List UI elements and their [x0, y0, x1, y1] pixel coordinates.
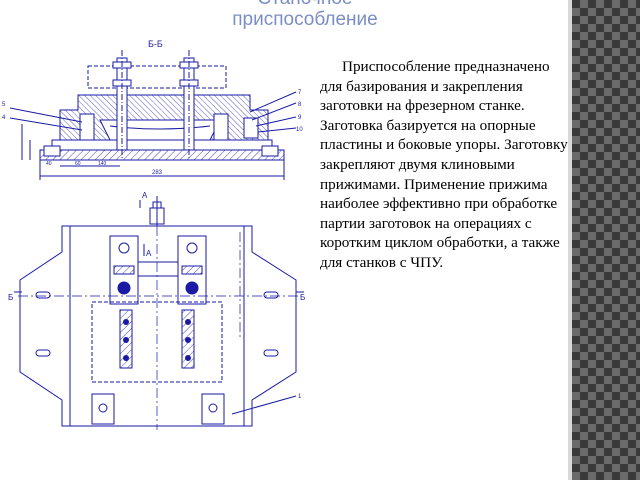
- callout-7: 7: [298, 90, 302, 96]
- callout-10: 10: [296, 127, 303, 133]
- section-view: Б-Б: [2, 39, 303, 180]
- section-label: Б-Б: [148, 39, 163, 49]
- callout-8: 8: [298, 102, 302, 108]
- fixture-drawing: Б-Б: [2, 39, 305, 430]
- callout-4: 4: [2, 115, 6, 121]
- view-mark-b-right: Б: [300, 293, 305, 302]
- decorative-pattern-band: [572, 0, 640, 480]
- dim-d3: 140: [98, 161, 107, 167]
- dim-overall-width: 283: [152, 170, 163, 176]
- plan-view: А А Б Б: [8, 191, 305, 430]
- dim-d1: 40: [46, 161, 52, 167]
- slide-title: Станочное приспособление: [232, 0, 378, 30]
- callout-9: 9: [298, 115, 302, 121]
- callout-1: 1: [298, 394, 302, 400]
- slide-description: Приспособление предназначено для базиров…: [320, 58, 568, 271]
- callout-5: 5: [2, 102, 6, 108]
- dim-d2: 60: [75, 161, 81, 167]
- view-mark-a-mid: А: [146, 249, 152, 258]
- decorative-edge: [568, 0, 572, 480]
- view-mark-a-top: А: [142, 191, 148, 200]
- view-mark-b-left: Б: [8, 293, 13, 302]
